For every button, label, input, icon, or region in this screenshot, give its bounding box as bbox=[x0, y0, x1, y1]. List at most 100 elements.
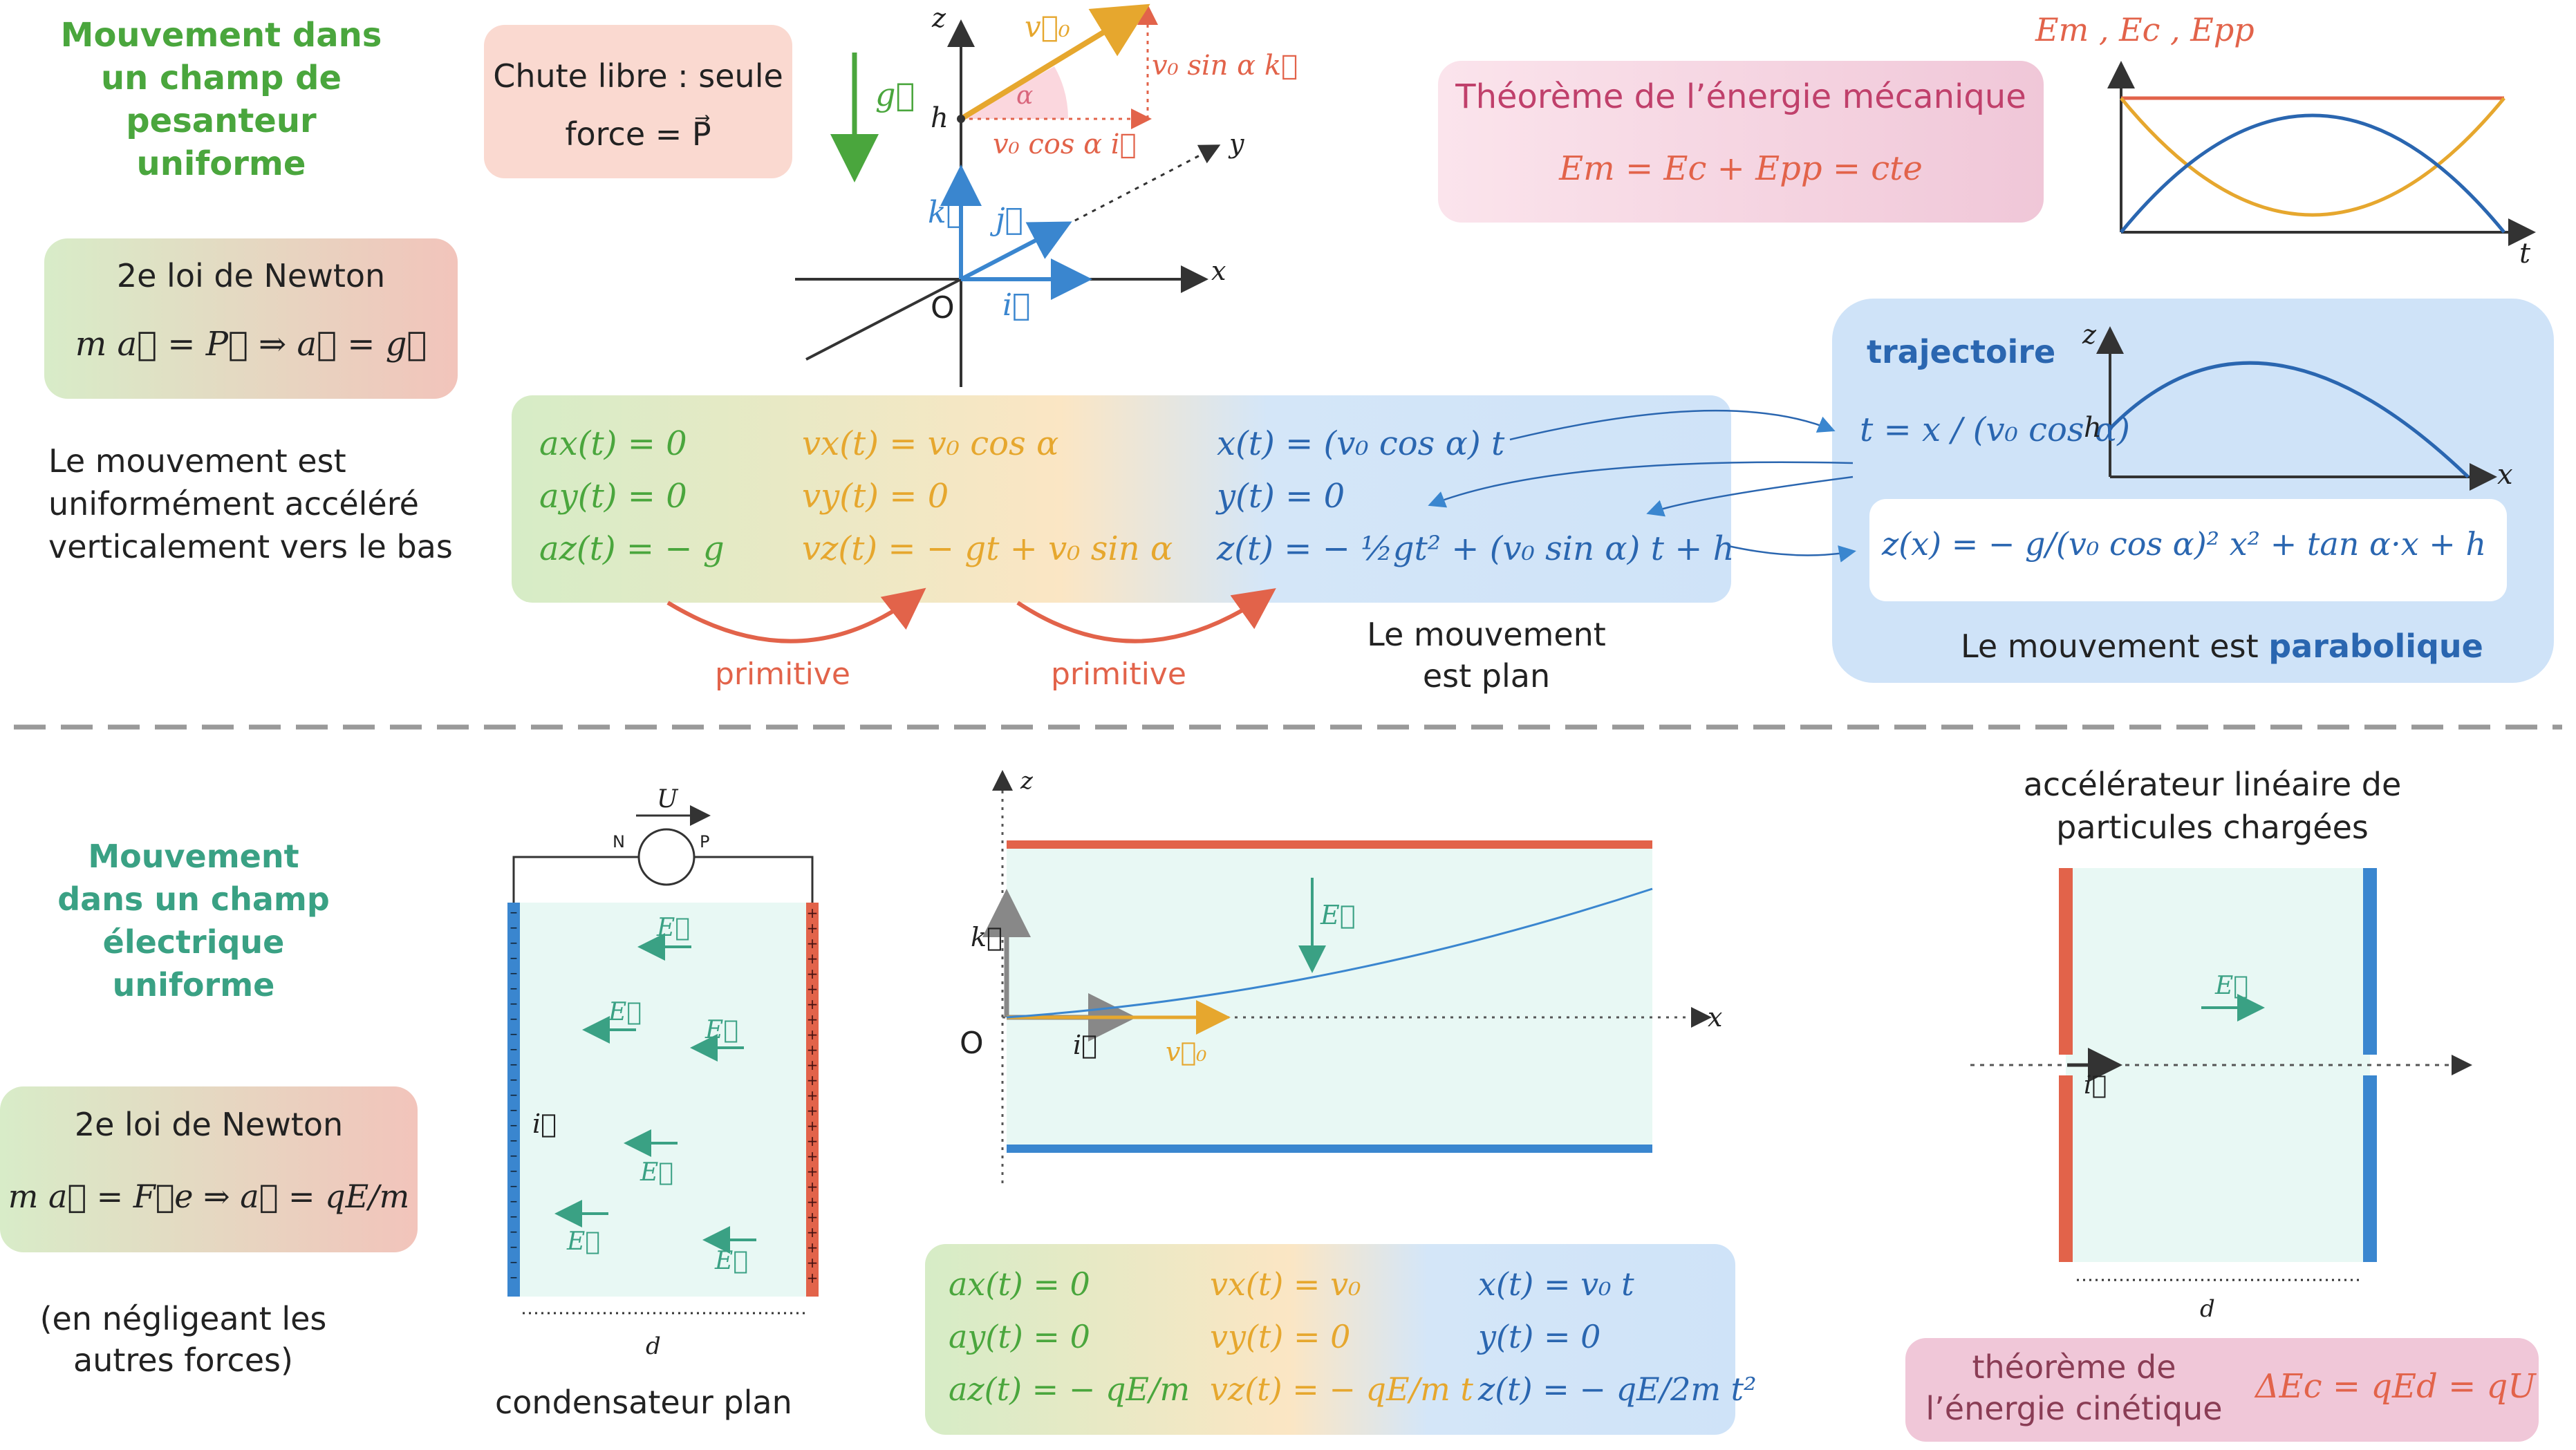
pos-eq-x-e: x(t) = v₀ t bbox=[1478, 1265, 1634, 1303]
energy-eq: Em = Ec + Epp = cte bbox=[1559, 149, 1923, 188]
parabola-curve bbox=[2109, 361, 2470, 478]
energy-graph-t: t bbox=[2519, 238, 2531, 270]
primitive-arrow-2 bbox=[1016, 588, 1276, 643]
capacitor-i-label: i⃗ bbox=[532, 1109, 557, 1139]
positive-signs: + + + + + + + + + + + + + + + + + + + + … bbox=[806, 905, 819, 1286]
bottom-plate bbox=[1007, 1145, 1652, 1153]
deflection-field bbox=[1007, 845, 1652, 1149]
vel-eq-z-e: vz(t) = − qE/m t bbox=[1210, 1371, 1473, 1408]
vel-eqs-electric: vx(t) = v₀ vy(t) = 0 vz(t) = − qE/m t bbox=[1210, 1258, 1473, 1415]
E-label-1: E⃗ bbox=[657, 914, 690, 942]
gravity-title: Mouvement dans un champ de pesanteur uni… bbox=[60, 16, 382, 183]
kinetic-title: théorème de l’énergie cinétique bbox=[1925, 1348, 2223, 1427]
traj-x-label: x bbox=[2497, 459, 2513, 491]
accel-d-label: d bbox=[2200, 1295, 2215, 1323]
accelerator-title: accélérateur linéaire de particules char… bbox=[2023, 766, 2402, 846]
plate-E-label: E⃗ bbox=[1320, 900, 1356, 930]
accel-E-label: E⃗ bbox=[2215, 972, 2248, 1000]
newton-title-electric: 2e loi de Newton bbox=[74, 1106, 344, 1143]
parabolic-note: Le mouvement est parabolique bbox=[1961, 628, 2483, 665]
free-fall-text: Chute libre : seule force = P⃗ bbox=[493, 57, 783, 153]
v0-vector bbox=[959, 3, 1150, 122]
pos-eq-z: z(t) = − ½gt² + (v₀ sin α) t + h bbox=[1217, 529, 1735, 568]
v0-sin-label: v₀ sin α k⃗ bbox=[1152, 50, 1298, 82]
free-fall-box bbox=[484, 25, 792, 178]
vel-eq-z: vz(t) = − gt + v₀ sin α bbox=[802, 529, 1173, 568]
pos-eq-y: y(t) = 0 bbox=[1217, 477, 1345, 516]
traj-z-label: z bbox=[2082, 319, 2097, 350]
generator bbox=[637, 828, 696, 886]
kinetic-box bbox=[1905, 1338, 2539, 1442]
E-label-6: E⃗ bbox=[715, 1247, 748, 1275]
acc-eq-y: ay(t) = 0 bbox=[539, 477, 687, 516]
z-label: z bbox=[932, 3, 946, 33]
launch-point bbox=[957, 115, 965, 123]
electric-title: Mouvement dans un champ électrique unifo… bbox=[57, 838, 330, 1004]
traj-h-label: h bbox=[2084, 412, 2102, 444]
x-label: x bbox=[1211, 256, 1226, 286]
z-equation: z(x) = − g/(v₀ cos α)² x² + tan α·x + h bbox=[1882, 525, 2487, 563]
vel-eq-x-e: vx(t) = v₀ bbox=[1210, 1265, 1361, 1303]
alpha-label: α bbox=[1016, 82, 1034, 110]
accel-plate-right-top bbox=[2363, 868, 2377, 1055]
E-label-3: E⃗ bbox=[705, 1016, 738, 1044]
E-label-4: E⃗ bbox=[640, 1158, 673, 1187]
accel-plate-right-bottom bbox=[2363, 1075, 2377, 1262]
pos-eq-z-e: z(t) = − qE/2m t² bbox=[1478, 1371, 1757, 1408]
z-equation-box bbox=[1869, 499, 2507, 601]
pos-eq-x: x(t) = (v₀ cos α) t bbox=[1217, 424, 1505, 463]
t-equation: t = x / (v₀ cos α) bbox=[1860, 411, 2130, 449]
link-t-to-z1 bbox=[1428, 461, 1854, 508]
energy-graph-label: Em , Ec , Epp bbox=[2035, 11, 2255, 48]
vel-eq-x: vx(t) = v₀ cos α bbox=[802, 424, 1059, 463]
acc-eq-z-e: az(t) = − qE/m bbox=[949, 1371, 1191, 1408]
U-label: U bbox=[657, 785, 678, 813]
y-axis-dotted bbox=[1057, 144, 1221, 231]
pos-eqs-electric: x(t) = v₀ t y(t) = 0 z(t) = − qE/2m t² bbox=[1478, 1258, 1757, 1415]
plate-k-label: k⃗ bbox=[971, 922, 1002, 952]
accel-plate-left-top bbox=[2059, 868, 2073, 1055]
plate-i-label: i⃗ bbox=[1073, 1030, 1097, 1060]
vel-eq-y: vy(t) = 0 bbox=[802, 477, 949, 516]
link-z-to-zx bbox=[1728, 545, 1856, 563]
E-label-5: E⃗ bbox=[567, 1227, 600, 1256]
acc-eq-y-e: ay(t) = 0 bbox=[949, 1318, 1090, 1355]
plate-x-label: x bbox=[1708, 1002, 1723, 1033]
neglect-note: (en négligeant les autres forces) bbox=[39, 1300, 327, 1379]
vel-eqs-gravity: vx(t) = v₀ cos α vy(t) = 0 vz(t) = − gt … bbox=[802, 417, 1173, 575]
pos-eq-y-e: y(t) = 0 bbox=[1478, 1318, 1601, 1355]
primitive-label-2: primitive bbox=[1051, 657, 1186, 692]
capacitor-field bbox=[507, 903, 814, 1297]
E-label-2: E⃗ bbox=[608, 998, 642, 1026]
trajectoire-label: trajectoire bbox=[1867, 333, 2056, 370]
i-label: i⃗ bbox=[1002, 288, 1031, 323]
newton-eq-gravity: m a⃗ = P⃗ ⇒ a⃗ = g⃗ bbox=[75, 325, 427, 364]
link-t-to-z2 bbox=[1646, 476, 1854, 517]
ec-curve bbox=[2120, 97, 2505, 217]
capacitor-label: condensateur plan bbox=[495, 1384, 792, 1421]
epp-curve bbox=[2120, 113, 2505, 234]
kinetic-eq: ΔEc = qEd = qU bbox=[2255, 1367, 2536, 1406]
equations-box-electric bbox=[925, 1244, 1735, 1435]
pos-eqs-gravity: x(t) = (v₀ cos α) t y(t) = 0 z(t) = − ½g… bbox=[1217, 417, 1735, 575]
wire-left bbox=[512, 856, 639, 903]
link-x-to-t bbox=[1509, 409, 1836, 441]
positive-plate bbox=[806, 903, 819, 1297]
newton-box-gravity bbox=[44, 238, 458, 399]
origin-label: O bbox=[931, 290, 955, 326]
parabolic-text: Le mouvement est bbox=[1961, 628, 2259, 665]
y-label: y bbox=[1229, 129, 1244, 159]
j-vector bbox=[960, 221, 1072, 281]
newton-box-electric bbox=[0, 1086, 418, 1252]
acc-eqs-electric: ax(t) = 0 ay(t) = 0 az(t) = − qE/m bbox=[949, 1258, 1190, 1415]
j-label: j⃗ bbox=[996, 202, 1024, 237]
equations-box-gravity bbox=[512, 395, 1731, 603]
top-plate bbox=[1007, 840, 1652, 849]
field-arrows-capacitor bbox=[554, 933, 756, 1254]
plan-note: Le mouvement est plan bbox=[1367, 616, 1606, 695]
primitive-label-1: primitive bbox=[715, 657, 850, 692]
plate-v0-label: v⃗₀ bbox=[1166, 1037, 1207, 1067]
k-label: k⃗ bbox=[928, 195, 965, 230]
energy-title: Théorème de l’énergie mécanique bbox=[1455, 77, 2026, 116]
